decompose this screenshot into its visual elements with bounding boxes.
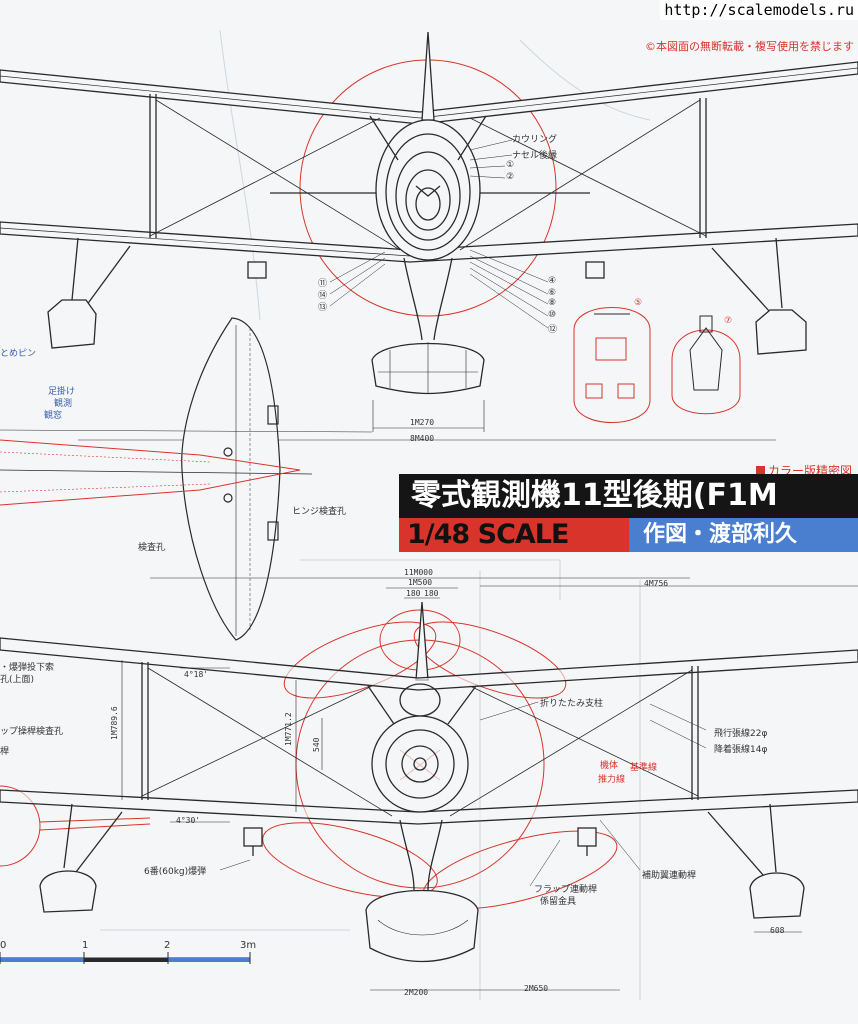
dim-8m400: 8M400	[410, 434, 435, 443]
label-tie-pin: とめピン	[0, 349, 37, 359]
callout-2: ②	[506, 172, 515, 182]
label-foot: 足掛け	[48, 387, 76, 397]
label-cowl-ring: カウリング	[512, 135, 558, 145]
callout-14: ⑭	[318, 291, 328, 301]
dim-2m200: 2M200	[404, 988, 429, 997]
dim-608: 608	[770, 926, 785, 935]
dim-2m650: 2M650	[524, 984, 549, 993]
cockpit-detail-7	[671, 315, 741, 415]
label-datum-line: 基準線	[630, 763, 658, 773]
label-rod: 桿	[0, 747, 10, 757]
dim-540: 540	[312, 737, 321, 752]
label-observe-1: 観測	[54, 399, 73, 409]
dim-1m270: 1M270	[410, 418, 435, 427]
scale-tick-1: 1	[82, 940, 89, 951]
cockpit-detail-5	[573, 307, 651, 423]
callout-12: ⑫	[548, 325, 558, 335]
callout-5: ⑤	[634, 298, 643, 308]
red-square-icon	[755, 466, 765, 475]
scale-tick-2: 2	[164, 940, 171, 951]
author-label: 作図・渡部利久	[629, 518, 858, 552]
watermark-url: http://scalemodels.ru	[660, 0, 858, 20]
tail-plan-view	[0, 317, 373, 641]
label-inspection-hole: 検査孔	[138, 543, 166, 553]
dim-4m756: 4M756	[644, 579, 669, 588]
dim-angle-2: 4°30'	[176, 816, 201, 825]
label-folding-strut: 折りたたみ支柱	[540, 699, 604, 709]
dim-11m000: 11M000	[404, 568, 433, 577]
dim-angle-1: 4°18'	[184, 670, 209, 679]
label-aileron-link: 補助翼連動桿	[642, 871, 697, 881]
callout-8: ⑧	[548, 298, 557, 308]
label-flap-inspection: ップ操桿検査孔	[0, 727, 64, 737]
callout-13: ⑬	[318, 303, 328, 313]
scale-label: 1/48 SCALE	[399, 518, 629, 552]
label-observe-2: 観窓	[44, 411, 63, 421]
dim-180-a: 180	[406, 589, 421, 598]
front-view	[0, 31, 858, 441]
label-flying-wire: 飛行張線22φ	[714, 729, 768, 739]
copyright-notice: ©本図面の無断転載・複写使用を禁じます	[645, 40, 854, 53]
front-view-lower	[0, 577, 858, 991]
callout-1: ①	[506, 160, 515, 170]
dim-180-b: 180	[424, 589, 439, 598]
callout-11: ⑪	[318, 279, 328, 289]
dim-1m771: 1M771.2	[284, 712, 293, 746]
label-thrust-line: 推力線	[598, 775, 626, 785]
label-hinge-inspection: ヒンジ検査孔	[292, 507, 347, 517]
label-bomb-release: ・爆弾投下索	[0, 663, 55, 673]
scale-bar	[0, 952, 251, 964]
scale-tick-0: 0	[0, 940, 7, 951]
label-flap-link: フラップ連動桿	[534, 885, 598, 895]
label-upper: 孔(上面)	[0, 675, 35, 685]
scale-tick-3: 3m	[240, 940, 257, 951]
drawing-title: 零式観測機11型後期(F1M	[399, 474, 858, 518]
callout-10: ⑩	[548, 310, 557, 320]
callout-7: ⑦	[724, 316, 733, 326]
background-ghost	[100, 29, 651, 1000]
label-landing-wire: 降着張線14φ	[714, 745, 768, 755]
label-airframe: 機体	[600, 761, 619, 771]
dim-1m500: 1M500	[408, 578, 433, 587]
label-nacelle: ナセル後縁	[512, 151, 558, 161]
label-mooring: 係留金具	[540, 897, 577, 907]
dim-1m789: 1M789.6	[110, 706, 119, 740]
callout-4: ④	[548, 276, 557, 286]
label-bomb: 6番(60kg)爆弾	[144, 867, 207, 877]
callout-6: ⑥	[548, 288, 557, 298]
